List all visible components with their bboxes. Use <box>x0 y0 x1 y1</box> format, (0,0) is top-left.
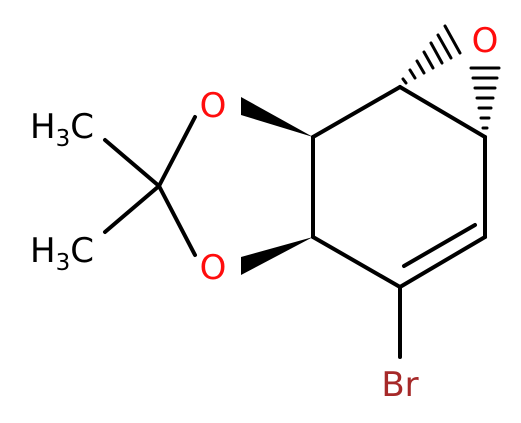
hash-c1-o-epoxide <box>401 24 462 85</box>
methyl-lower-c: C <box>70 231 94 271</box>
bond-o-upper-cq <box>157 115 197 188</box>
bond-c3-c4-double <box>402 223 477 268</box>
atom-o-lower: O <box>200 248 227 288</box>
hash-c2-o-epoxide <box>469 66 501 130</box>
atom-bromine: Br <box>381 365 418 405</box>
methyl-upper-c: C <box>70 107 94 147</box>
bond-c4-c5 <box>311 235 402 289</box>
atom-o-epoxide: O <box>472 21 499 61</box>
wedge-c5-o-lower <box>241 237 313 275</box>
bond-o-lower-cq <box>157 184 197 257</box>
hashed-bonds <box>401 24 501 130</box>
bond-cq-methyl-upper <box>103 138 161 188</box>
bond-c6-c1 <box>311 85 402 139</box>
methyl-upper-sub: 3 <box>56 126 71 152</box>
bond-c1-c2 <box>398 85 487 139</box>
bond-cq-methyl-lower <box>103 184 161 234</box>
atom-o-upper: O <box>200 86 227 126</box>
bond-c3-c4 <box>398 235 487 289</box>
bonds <box>103 85 487 359</box>
methyl-lower-sub: 3 <box>56 250 71 276</box>
methyl-lower-label: H3C <box>30 231 94 276</box>
atom-labels: O O O Br H3C H3C <box>30 21 498 405</box>
methyl-lower-h: H <box>30 231 56 271</box>
methyl-upper-label: H3C <box>30 107 94 152</box>
methyl-upper-h: H <box>30 107 56 147</box>
wedge-bonds <box>241 97 313 275</box>
wedge-c6-o-upper <box>241 97 313 137</box>
